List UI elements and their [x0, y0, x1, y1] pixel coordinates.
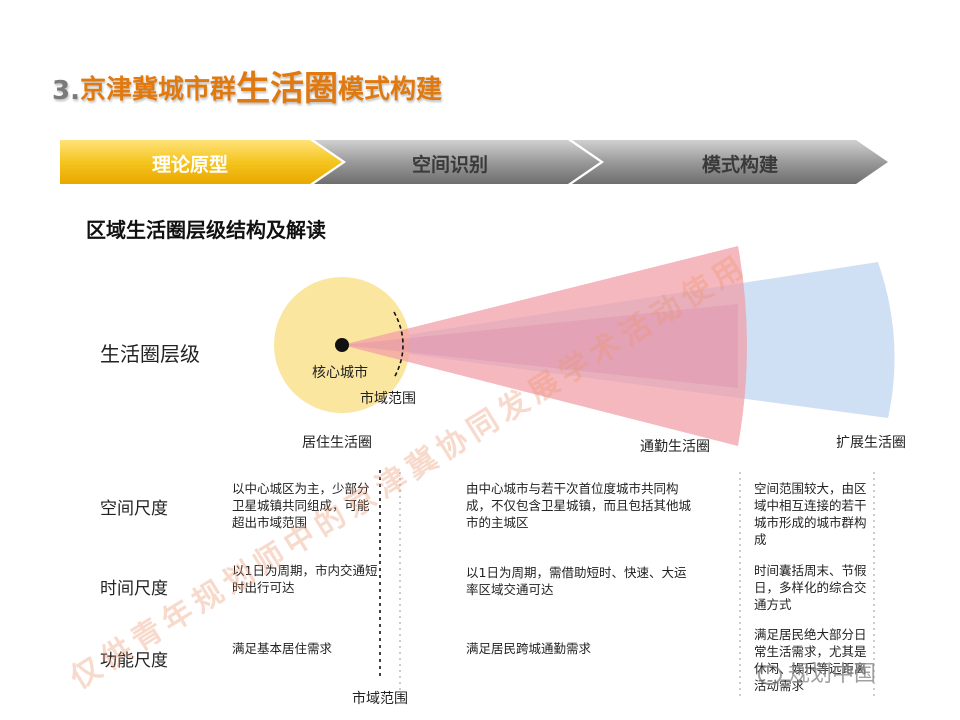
title-part-3: 模式构建 [337, 75, 442, 105]
step-label-3: 模式构建 [701, 154, 778, 176]
corner-watermark-text: 规划中国 [788, 662, 877, 687]
cell-residential-space: 以中心城区为主，少部分卫星城镇共同组成，可能超出市域范围 [232, 481, 370, 530]
row-label-time: 时间尺度 [100, 579, 168, 599]
row-label-space: 空间尺度 [100, 499, 168, 519]
row-label-function: 功能尺度 [100, 651, 168, 671]
step-chevron-3 [572, 140, 888, 184]
corner-watermark: 规划中国 [758, 656, 876, 688]
title-part-1: 京津冀城市群 [79, 75, 236, 105]
residential-circle-label: 居住生活圈 [302, 435, 372, 451]
cell-residential-time: 以1日为周期，市内交通短时出行可达 [232, 563, 378, 595]
process-steps [60, 140, 888, 184]
commute-circle-label: 通勤生活圈 [640, 439, 710, 455]
step-label-2: 空间识别 [411, 154, 488, 176]
step-label-1: 理论原型 [151, 154, 228, 176]
urban-area-boundary [393, 311, 404, 379]
cell-commute-time: 以1日为周期，需借助短时、快速、大运率区域交通可达 [466, 565, 687, 597]
cell-commute-function: 满足居民跨城通勤需求 [466, 641, 592, 656]
cell-extended-time: 时间囊括周末、节假日，多样化的综合交通方式 [754, 563, 867, 612]
divider-label: 市域范围 [352, 691, 408, 707]
hierarchy-label: 生活圈层级 [100, 342, 200, 366]
title-part-2: 生活圈 [235, 69, 338, 109]
extended-circle-label: 扩展生活圈 [836, 435, 906, 451]
section-subtitle: 区域生活圈层级结构及解读 [86, 218, 326, 242]
wechat-icon [758, 665, 782, 685]
core-city-label: 核心城市 [312, 365, 368, 381]
cell-residential-function: 满足基本居住需求 [232, 641, 333, 656]
step-chevron-2 [314, 140, 600, 184]
watermark: 仅供青年规划师中的京津冀协同发展学术活动使用 [64, 247, 755, 697]
step-chevron-1 [60, 140, 342, 184]
core-city-dot [335, 338, 349, 352]
cell-commute-space: 由中心城市与若干次首位度城市共同构成，不仅包含卫星城镇，而且包括其他城市的主城区 [466, 481, 692, 530]
title-number: 3. [52, 76, 80, 106]
urban-area-label: 市域范围 [360, 391, 416, 407]
page-title: 3. 京津冀城市群 生活圈 模式构建 [52, 66, 442, 106]
cell-extended-space: 空间范围较大，由区域中相互连接的若干城市形成的城市群构成 [754, 481, 867, 547]
